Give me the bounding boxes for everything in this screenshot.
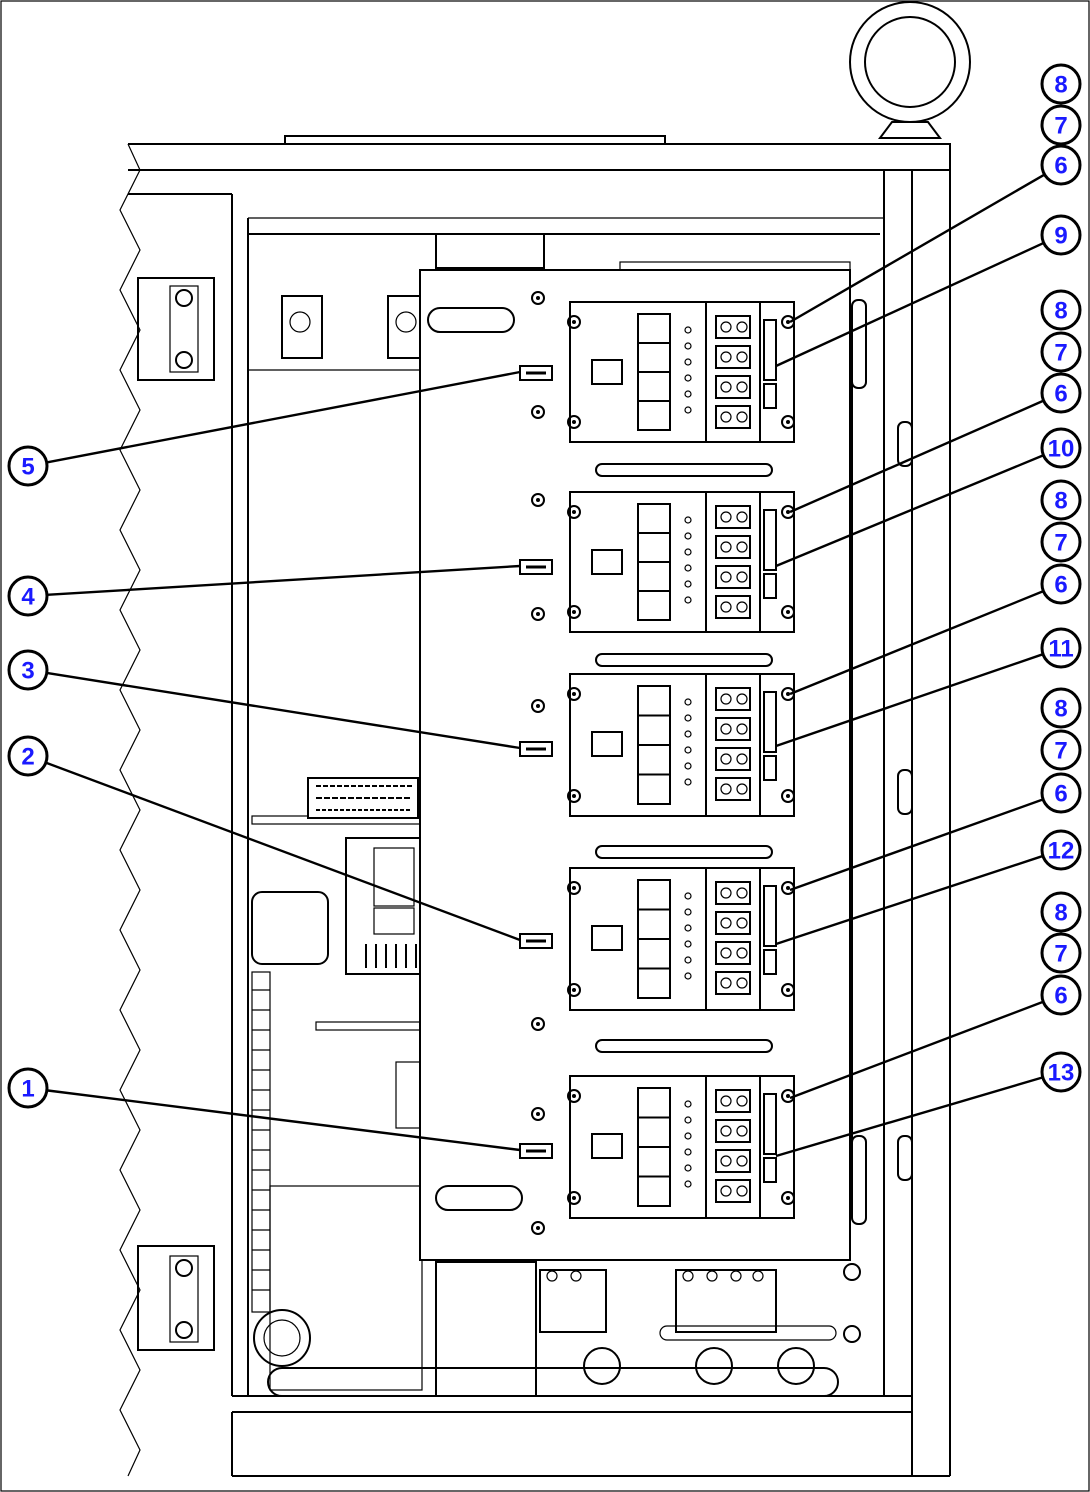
panel-screw (531, 699, 545, 713)
leader-line (46, 671, 521, 750)
callout-number: 8 (1054, 72, 1067, 99)
panel-screw (531, 1107, 545, 1121)
callout-group: 8 7 6 9 8 7 6 10 8 7 6 11 8 7 6 12 8 7 6 13 5 4 3 2 1 (7, 63, 1082, 1109)
callout-number: 5 (21, 454, 34, 481)
callout-number: 7 (1054, 941, 1067, 968)
callout-6: 6 (1040, 144, 1082, 186)
callout-number: 11 (1048, 636, 1073, 663)
callout-6: 6 (1040, 772, 1082, 814)
panel-screw (531, 1221, 545, 1235)
callout-8: 8 (1040, 63, 1082, 105)
callout-number: 8 (1054, 900, 1067, 927)
leader-line (775, 241, 1045, 368)
slot-bar (595, 845, 773, 859)
callout-8: 8 (1040, 289, 1082, 331)
internal-components (248, 233, 913, 1397)
callout-8: 8 (1040, 479, 1082, 521)
callout-number: 4 (21, 584, 35, 611)
panel-screw (531, 607, 545, 621)
callout-8: 8 (1040, 891, 1082, 933)
callout-number: 8 (1054, 696, 1067, 723)
breaker-module (567, 673, 795, 817)
callout-2: 2 (7, 735, 49, 777)
callout-3: 3 (7, 649, 49, 691)
callout-number: 6 (1054, 381, 1067, 408)
leader-line (789, 798, 1044, 892)
callout-7: 7 (1040, 331, 1082, 373)
callout-number: 13 (1048, 1060, 1075, 1087)
leader-line (46, 1089, 521, 1152)
panel-screw (531, 493, 545, 507)
callout-number: 2 (21, 744, 34, 771)
breaker-module (567, 867, 795, 1011)
callout-number: 9 (1054, 223, 1067, 250)
slot-bar (595, 1039, 773, 1053)
panel-screw (531, 1017, 545, 1031)
callout-7: 7 (1040, 932, 1082, 974)
callout-number: 8 (1054, 298, 1067, 325)
callout-7: 7 (1040, 729, 1082, 771)
callout-number: 7 (1054, 530, 1067, 557)
leader-line (45, 761, 521, 942)
callout-5: 5 (7, 445, 49, 487)
callout-4: 4 (7, 575, 49, 617)
callout-7: 7 (1040, 521, 1082, 563)
callout-11: 11 (1040, 627, 1082, 669)
breaker-module (567, 301, 795, 443)
callout-9: 9 (1040, 214, 1082, 256)
callout-number: 6 (1054, 572, 1067, 599)
callout-6: 6 (1040, 974, 1082, 1016)
callout-number: 6 (1054, 781, 1067, 808)
callout-number: 1 (21, 1076, 34, 1103)
breaker-module (567, 1075, 795, 1219)
leader-line (775, 1076, 1044, 1158)
warning-note (307, 777, 419, 819)
callout-10: 10 (1040, 427, 1082, 469)
leader-line (789, 173, 1046, 324)
slot-bar (595, 653, 773, 667)
panel-screw (531, 291, 545, 305)
callout-7: 7 (1040, 104, 1082, 146)
breaker-modules (567, 301, 795, 1219)
callout-6: 6 (1040, 563, 1082, 605)
callout-13: 13 (1040, 1051, 1082, 1093)
leader-line (775, 854, 1044, 946)
callout-number: 7 (1054, 738, 1067, 765)
leader-line (789, 1000, 1044, 1100)
callout-number: 7 (1054, 340, 1067, 367)
callout-8: 8 (1040, 687, 1082, 729)
leader-line (775, 653, 1044, 748)
callout-number: 7 (1054, 113, 1067, 140)
leader-line (46, 564, 521, 597)
leader-line (775, 454, 1044, 568)
slot-bar (595, 463, 773, 477)
panel-label-tags (519, 365, 553, 1159)
callout-1: 1 (7, 1067, 49, 1109)
callout-number: 6 (1054, 153, 1067, 180)
callout-number: 3 (21, 658, 34, 685)
callout-number: 10 (1048, 436, 1075, 463)
callout-6: 6 (1040, 372, 1082, 414)
lifting-eye (849, 1, 971, 139)
leader-line (789, 590, 1044, 696)
leader-lines (45, 173, 1046, 1158)
leader-line (46, 370, 521, 464)
breaker-module (567, 491, 795, 633)
leader-line (789, 399, 1045, 514)
callout-number: 6 (1054, 983, 1067, 1010)
panel-screw (531, 405, 545, 419)
callout-number: 12 (1048, 838, 1075, 865)
callout-12: 12 (1040, 829, 1082, 871)
callout-number: 8 (1054, 488, 1067, 515)
